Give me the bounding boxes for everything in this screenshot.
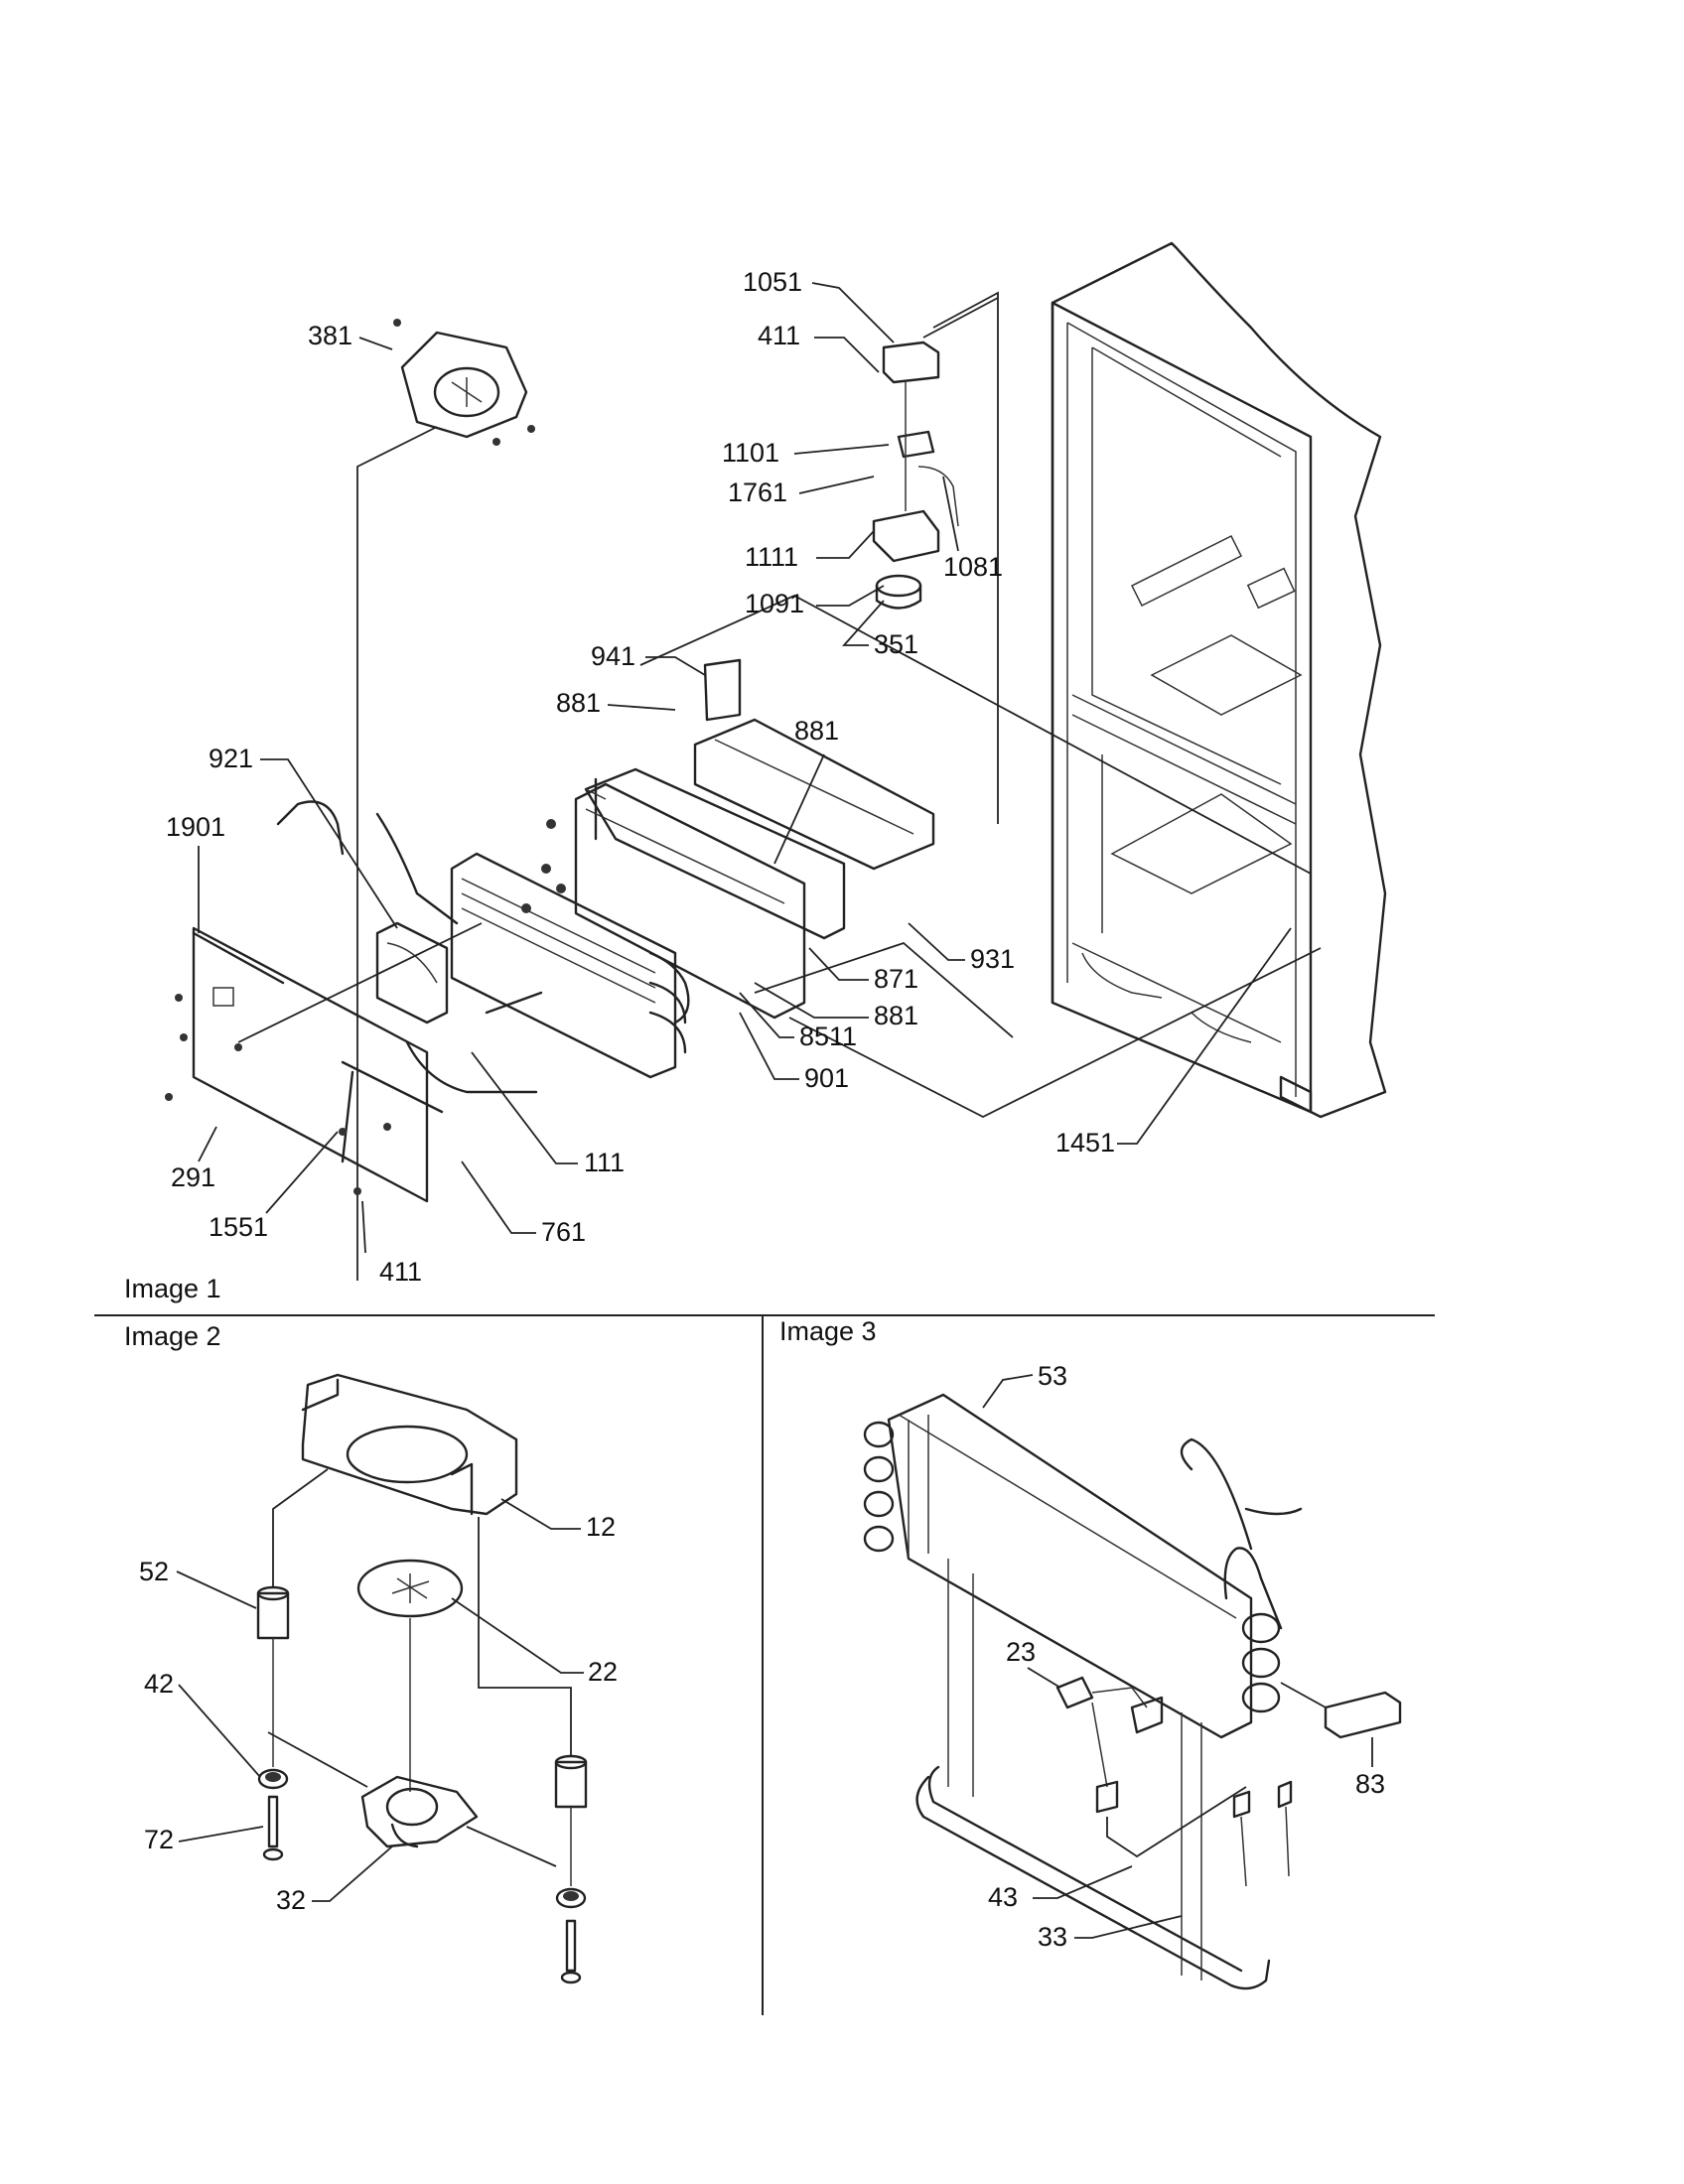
callout-881-b: 881 bbox=[794, 716, 839, 746]
callout-761: 761 bbox=[541, 1217, 586, 1247]
callout-901: 901 bbox=[804, 1063, 849, 1093]
panel-title-image-3: Image 3 bbox=[779, 1316, 877, 1346]
callout-931: 931 bbox=[970, 944, 1015, 974]
callout-42: 42 bbox=[144, 1669, 174, 1699]
callout-83: 83 bbox=[1355, 1769, 1385, 1799]
control-box-illustration bbox=[521, 782, 1322, 1119]
callout-111: 111 bbox=[584, 1148, 625, 1177]
fan-shroud-illustration bbox=[237, 921, 543, 1043]
callout-411-bottom: 411 bbox=[379, 1257, 422, 1287]
callout-881-c: 881 bbox=[874, 1001, 918, 1030]
callout-23: 23 bbox=[1006, 1637, 1036, 1667]
callout-921: 921 bbox=[209, 744, 253, 773]
callout-291: 291 bbox=[171, 1162, 215, 1192]
callout-12: 12 bbox=[586, 1512, 616, 1542]
panel-title-image-2: Image 2 bbox=[124, 1321, 221, 1351]
callout-1451: 1451 bbox=[1055, 1128, 1115, 1158]
control-stack-illustration bbox=[872, 291, 999, 824]
callout-881-a: 881 bbox=[556, 688, 601, 718]
callout-32: 32 bbox=[276, 1885, 306, 1915]
image-2-callouts: 12 52 22 42 72 32 bbox=[139, 1498, 618, 1915]
callout-1051: 1051 bbox=[743, 267, 802, 297]
callout-1761: 1761 bbox=[728, 478, 787, 507]
callout-1111: 1111 bbox=[745, 542, 798, 572]
cabinet-illustration bbox=[1051, 241, 1387, 1119]
callout-1081: 1081 bbox=[943, 552, 1003, 582]
callout-22: 22 bbox=[588, 1657, 618, 1687]
callout-43: 43 bbox=[988, 1882, 1018, 1912]
callout-8511: 8511 bbox=[799, 1022, 857, 1051]
evaporator-housing-illustration bbox=[584, 594, 1312, 940]
callout-52: 52 bbox=[139, 1557, 169, 1586]
callout-381: 381 bbox=[308, 321, 352, 350]
callout-351: 351 bbox=[874, 629, 918, 659]
image-1-panel bbox=[165, 241, 1387, 1281]
callout-1091: 1091 bbox=[745, 589, 804, 618]
callout-1901: 1901 bbox=[166, 812, 225, 842]
back-panel-illustration bbox=[165, 800, 538, 1203]
image-3-panel bbox=[863, 1393, 1402, 1990]
callout-941: 941 bbox=[591, 641, 635, 671]
evaporator-coil-illustration bbox=[450, 852, 690, 1079]
panel-title-image-1: Image 1 bbox=[124, 1274, 221, 1303]
image-2-panel bbox=[256, 1373, 588, 1984]
callout-1551: 1551 bbox=[209, 1212, 268, 1242]
callout-33: 33 bbox=[1038, 1922, 1067, 1952]
callout-72: 72 bbox=[144, 1825, 174, 1854]
callout-53: 53 bbox=[1038, 1361, 1067, 1391]
top-fan-illustration bbox=[356, 319, 535, 1281]
image-3-callouts: 53 23 83 43 33 bbox=[982, 1361, 1385, 1952]
callout-411-top: 411 bbox=[758, 321, 800, 350]
callout-1101: 1101 bbox=[722, 438, 779, 468]
callout-871: 871 bbox=[874, 964, 918, 994]
image-1-callouts: 381 1051 411 1101 1761 1081 1111 1091 35… bbox=[166, 267, 1292, 1287]
